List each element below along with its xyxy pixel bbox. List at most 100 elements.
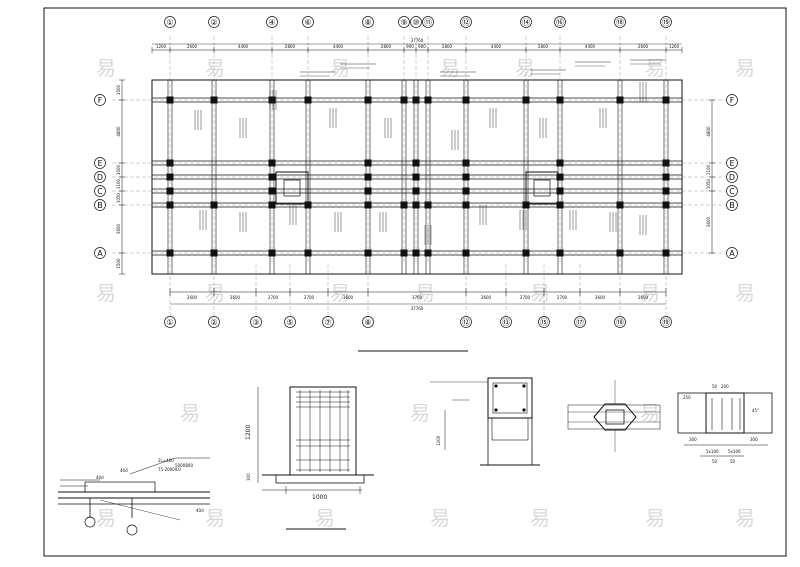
column-2-12 [662,173,670,181]
column-3-8 [462,187,470,195]
axis-bottom-5-circle [362,316,374,328]
watermark-16: 易 [315,506,335,530]
axis-top-10-circle [554,16,566,28]
axis-bottom-5: ⑧ [364,318,371,327]
axis-top-7: ⑪ [424,18,432,27]
bottom-dim-4: 3600 [343,295,354,300]
detail-column-section: 1200 [430,377,540,466]
watermark-20: 易 [735,506,755,530]
column-1-8 [462,159,470,167]
axis-top-9-circle [520,16,532,28]
watermark-4: 易 [515,56,535,80]
axis-top-3-circle [302,16,314,28]
row-left-2: D [97,173,103,182]
watermark-19: 易 [645,506,665,530]
watermark-5: 易 [645,56,665,80]
column-3-6 [412,187,420,195]
left-dim-3: 1100 [116,178,121,189]
watermark-18: 易 [530,506,550,530]
axis-top-12: ⑲ [662,18,670,27]
column-4-2 [268,201,276,209]
bottom-dim-2: 2700 [268,295,279,300]
watermark-21: 易 [180,401,200,425]
d1-note-3: 75-2000/L0 [158,467,181,472]
column-0-3 [304,96,312,104]
axis-top-5: ⑨ [400,18,407,27]
column-2-6 [412,173,420,181]
column-0-6 [412,96,420,104]
column-4-3 [304,201,312,209]
axis-top-5-circle [398,16,410,28]
d5-gap-b: 50 [730,459,736,464]
axis-bottom-10: ⑱ [616,318,624,327]
detail-beam-joint [567,380,661,452]
column-0-4 [364,96,372,104]
column-5-9 [522,249,530,257]
axis-bottom-11-circle [660,316,672,328]
column-4-7 [424,201,432,209]
bottom-dim-0: 2600 [187,295,198,300]
axis-bottom-9-circle [574,316,586,328]
column-5-0 [166,249,174,257]
column-4-1 [210,201,218,209]
watermark-6: 易 [735,56,755,80]
watermark-8: 易 [205,281,225,305]
row-right-3: C [729,187,735,196]
column-1-0 [166,159,174,167]
column-4-4 [364,201,372,209]
column-4-6 [412,201,420,209]
column-5-11 [616,249,624,257]
top-dim-0: 1200 [156,44,167,49]
bottom-dim-6: 3600 [481,295,492,300]
stair-right-inner [533,179,551,197]
left-dim-1: 4800 [116,126,121,137]
axis-bottom-9: ⑰ [576,318,584,327]
column-3-2 [268,187,276,195]
row-left-4: B [97,201,103,210]
column-5-1 [210,249,218,257]
stair-left-inner [283,179,301,197]
column-0-2 [268,96,276,104]
d5-spacing-right: 5x100 [728,449,741,454]
bottom-dim-1: 3600 [230,295,241,300]
top-dim-11: 4400 [585,44,596,49]
bottom-dim-7: 2700 [520,295,531,300]
bottom-dim-10: 2600 [638,295,649,300]
bottom-dim-3: 2700 [304,295,315,300]
column-0-1 [210,96,218,104]
left-dim-0: 1500 [116,84,121,95]
axis-bottom-6: ⑫ [462,318,470,327]
d1-anchor-label-2: 40d [120,468,128,473]
axis-top-1-circle [208,16,220,28]
watermark-22: 易 [410,401,430,425]
axis-bottom-8: ⑮ [540,318,548,327]
top-dim-7: 900 [418,44,426,49]
row-right-3-circle [726,185,738,197]
d5-angle: 45° [752,408,759,413]
top-dim-1: 2600 [187,44,198,49]
column-1-4 [364,159,372,167]
axis-top-11: ⑱ [616,18,624,27]
axis-top-6: ⑩ [412,18,419,27]
row-left-2-circle [94,171,106,183]
column-5-8 [462,249,470,257]
row-right-1-circle [726,157,738,169]
column-1-12 [662,159,670,167]
top-dim-13: 1200 [669,44,680,49]
bottom-overall-dim: 37760 [411,306,424,311]
plan-outline [151,79,683,275]
right-dim-3: 3600 [706,216,711,227]
watermark-13: 易 [735,281,755,305]
watermark-7: 易 [96,281,116,305]
column-0-12 [662,96,670,104]
right-dim-0: 4800 [706,126,711,137]
left-dim-6: 1500 [116,258,121,269]
axis-top-2-circle [266,16,278,28]
column-1-10 [556,159,564,167]
row-left-1: E [97,159,102,168]
column-3-12 [662,187,670,195]
column-5-5 [400,249,408,257]
left-dim-2: 1000 [116,164,121,175]
column-5-6 [412,249,420,257]
